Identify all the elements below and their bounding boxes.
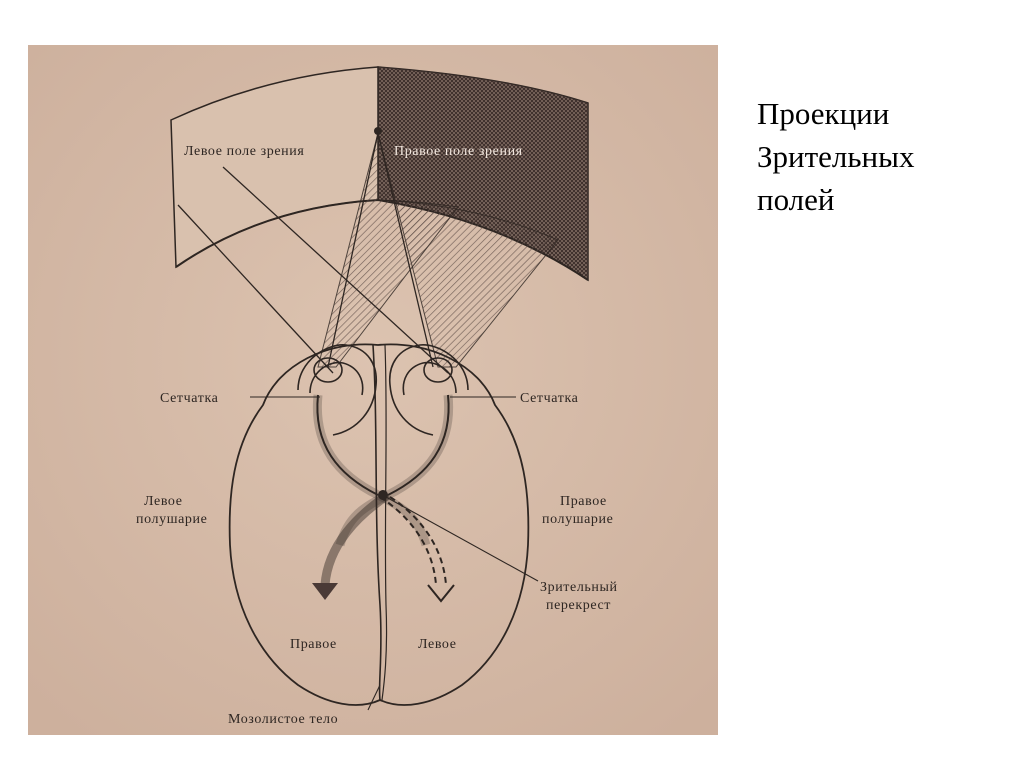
title-line-2: Зрительных xyxy=(757,139,915,174)
label-lower-right: Правое xyxy=(290,637,337,652)
left-eye xyxy=(297,344,377,436)
projection-cones xyxy=(317,132,559,368)
label-retina-right: Сетчатка xyxy=(520,391,579,406)
fixation-point xyxy=(374,127,382,135)
title-line-3: полей xyxy=(757,182,835,217)
label-corpus-callosum: Мозолистое тело xyxy=(228,712,338,727)
slide-title: Проекции Зрительных полей xyxy=(757,92,1007,221)
longitudinal-fissure xyxy=(372,344,382,701)
visual-field-projection-diagram: Левое поле зрения Правое поле зрения Сет… xyxy=(28,45,718,735)
right-eye xyxy=(389,344,469,436)
label-optic-chiasm-1: Зрительный xyxy=(540,580,618,595)
label-right-hemisphere-2: полушарие xyxy=(542,512,613,527)
label-optic-chiasm-2: перекрест xyxy=(546,598,611,613)
label-retina-left: Сетчатка xyxy=(160,391,219,406)
diagram-canvas: Левое поле зрения Правое поле зрения Сет… xyxy=(28,45,718,735)
left-field-rays xyxy=(177,132,449,374)
label-right-visual-field: Правое поле зрения xyxy=(394,144,523,159)
optic-chiasm xyxy=(378,490,388,500)
label-left-hemisphere-2: полушарие xyxy=(136,512,207,527)
label-left-hemisphere-1: Левое xyxy=(144,494,183,509)
label-right-hemisphere-1: Правое xyxy=(560,494,607,509)
title-line-1: Проекции xyxy=(757,96,890,131)
label-left-visual-field: Левое поле зрения xyxy=(184,144,304,159)
optic-pathways xyxy=(312,394,455,603)
label-lower-left: Левое xyxy=(418,637,457,652)
leader-lines xyxy=(250,396,539,711)
